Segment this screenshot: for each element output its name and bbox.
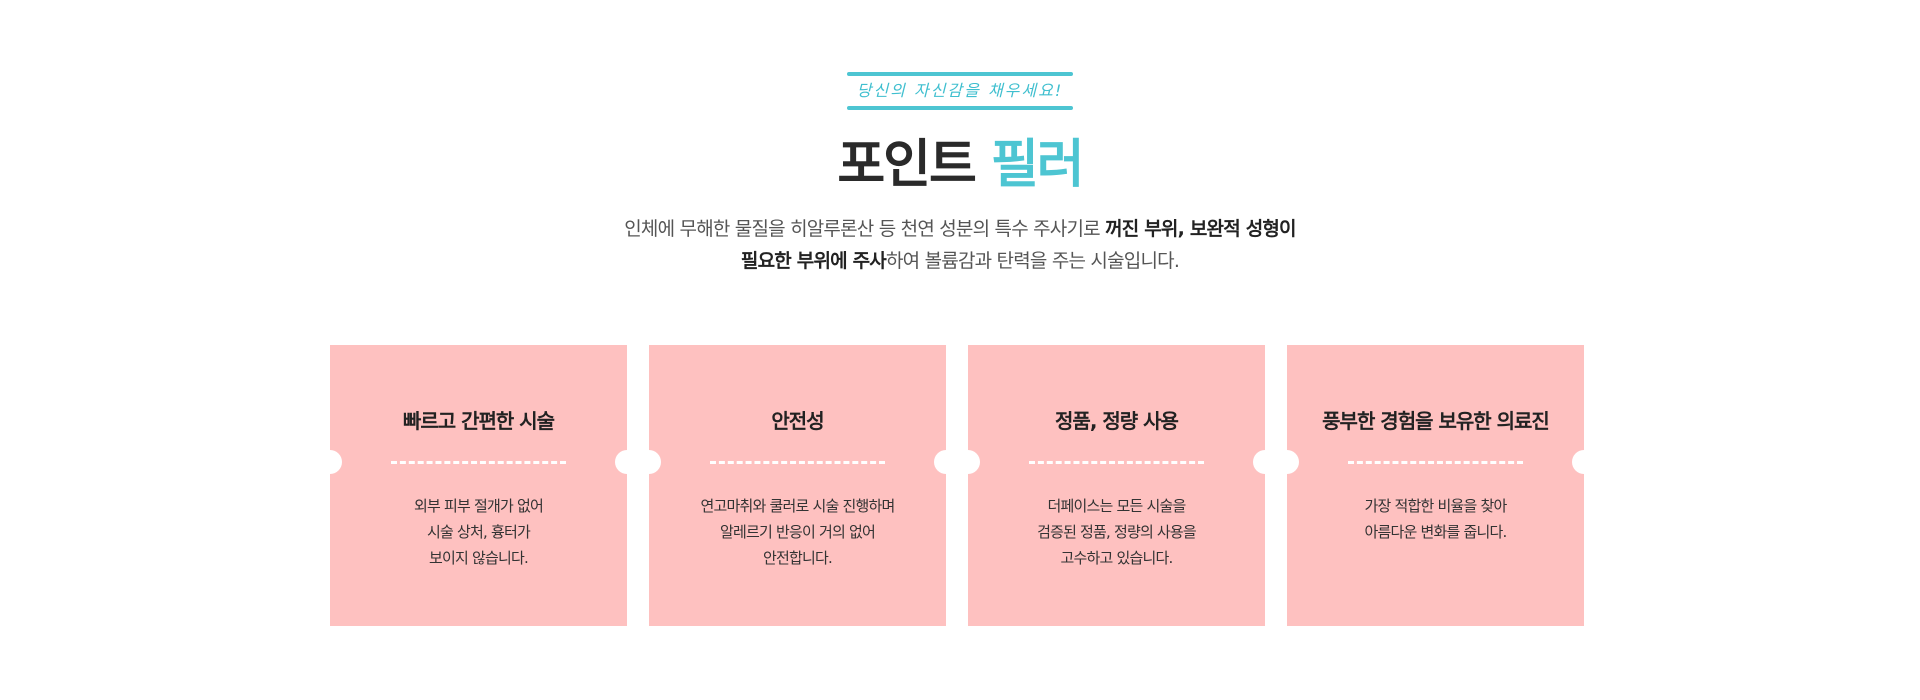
desc-line1-normal: 인체에 무해한 물질을 히알루론산 등 천연 성분의 특수 주사기로 (624, 218, 1106, 240)
card-title: 풍부한 경험을 보유한 의료진 (1322, 409, 1550, 433)
tagline-text: 당신의 자신감을 채우세요! (856, 81, 1064, 100)
card-notch (1572, 450, 1596, 474)
card-title: 안전성 (771, 409, 824, 433)
tagline-badge: 당신의 자신감을 채우세요! (847, 72, 1073, 110)
page-title: 포인트 필러 (0, 122, 1920, 197)
tagline-top-line (847, 72, 1073, 76)
card-divider (1029, 461, 1204, 464)
card-title: 빠르고 간편한 시술 (402, 409, 555, 433)
card-title: 정품, 정량 사용 (1055, 409, 1179, 433)
card-body: 더페이스는 모든 시술을 검증된 정품, 정량의 사용을 고수하고 있습니다. (1037, 497, 1197, 567)
title-dark: 포인트 (837, 135, 977, 195)
card-divider (391, 461, 566, 464)
card-divider (1348, 461, 1523, 464)
feature-card-fast: 빠르고 간편한 시술 외부 피부 절개가 없어 시술 상처, 흉터가 보이지 않… (318, 345, 639, 626)
card-body: 연고마취와 쿨러로 시술 진행하며 알레르기 반응이 거의 없어 안전합니다. (700, 497, 896, 567)
card-divider (710, 461, 885, 464)
desc-line2-bold: 필요한 부위에 주사 (740, 250, 887, 272)
card-notch (615, 450, 639, 474)
card-notch (318, 450, 342, 474)
feature-card-genuine: 정품, 정량 사용 더페이스는 모든 시술을 검증된 정품, 정량의 사용을 고… (956, 345, 1277, 626)
description: 인체에 무해한 물질을 히알루론산 등 천연 성분의 특수 주사기로 꺼진 부위… (0, 213, 1920, 277)
card-notch (637, 450, 661, 474)
desc-line1-bold: 꺼진 부위, 보완적 성형이 (1105, 218, 1296, 240)
card-notch (1253, 450, 1277, 474)
title-accent: 필러 (990, 135, 1085, 195)
card-body: 외부 피부 절개가 없어 시술 상처, 흉터가 보이지 않습니다. (414, 497, 544, 567)
card-notch (956, 450, 980, 474)
card-body: 가장 적합한 비율을 찾아 아름다운 변화를 줍니다. (1364, 497, 1508, 541)
feature-card-experience: 풍부한 경험을 보유한 의료진 가장 적합한 비율을 찾아 아름다운 변화를 줍… (1275, 345, 1596, 626)
desc-line2-normal: 하여 볼륨감과 탄력을 주는 시술입니다. (885, 250, 1180, 272)
card-notch (1275, 450, 1299, 474)
tagline-bottom-line (847, 106, 1073, 110)
feature-card-safety: 안전성 연고마취와 쿨러로 시술 진행하며 알레르기 반응이 거의 없어 안전합… (637, 345, 958, 626)
card-notch (934, 450, 958, 474)
